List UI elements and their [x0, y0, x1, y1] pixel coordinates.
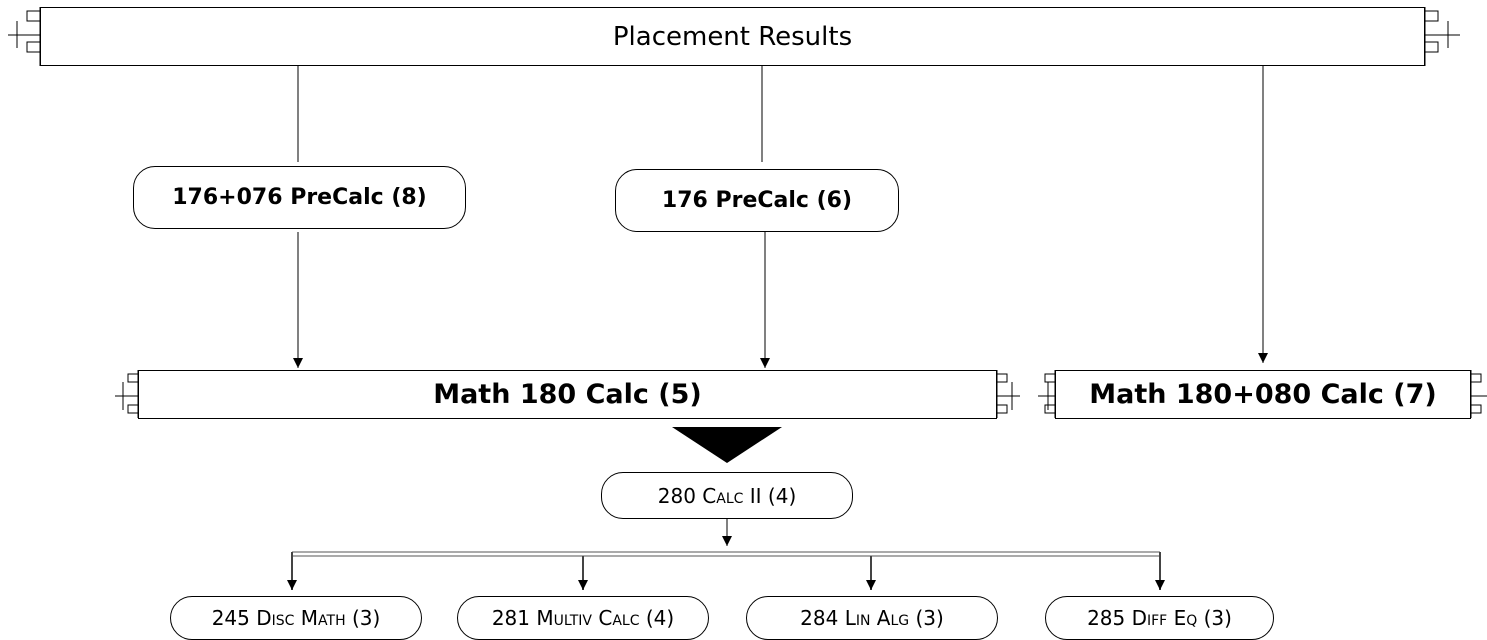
math180-combo-right-bracket — [1470, 370, 1487, 418]
title-bar: Placement Results — [40, 7, 1425, 66]
node-diff-eq: 285 Diff Eq (3) — [1045, 596, 1274, 640]
node-math180: Math 180 Calc (5) — [138, 370, 997, 419]
node-lin-alg: 284 Lin Alg (3) — [746, 596, 998, 640]
node-calc2: 280 Calc II (4) — [601, 472, 853, 519]
title-left-bracket — [8, 7, 41, 66]
math180-right-bracket — [996, 370, 1020, 418]
math180-left-bracket — [115, 370, 139, 418]
node-precalc-combo: 176+076 PreCalc (8) — [133, 166, 466, 229]
node-disc-math: 245 Disc Math (3) — [170, 596, 422, 640]
node-precalc: 176 PreCalc (6) — [615, 169, 899, 232]
node-multiv-calc: 281 Multiv Calc (4) — [457, 596, 709, 640]
title-right-bracket — [1424, 7, 1460, 66]
math180-combo-left-bracket — [1038, 370, 1056, 418]
big-down-triangle — [672, 427, 782, 463]
node-math180-combo: Math 180+080 Calc (7) — [1055, 370, 1471, 419]
